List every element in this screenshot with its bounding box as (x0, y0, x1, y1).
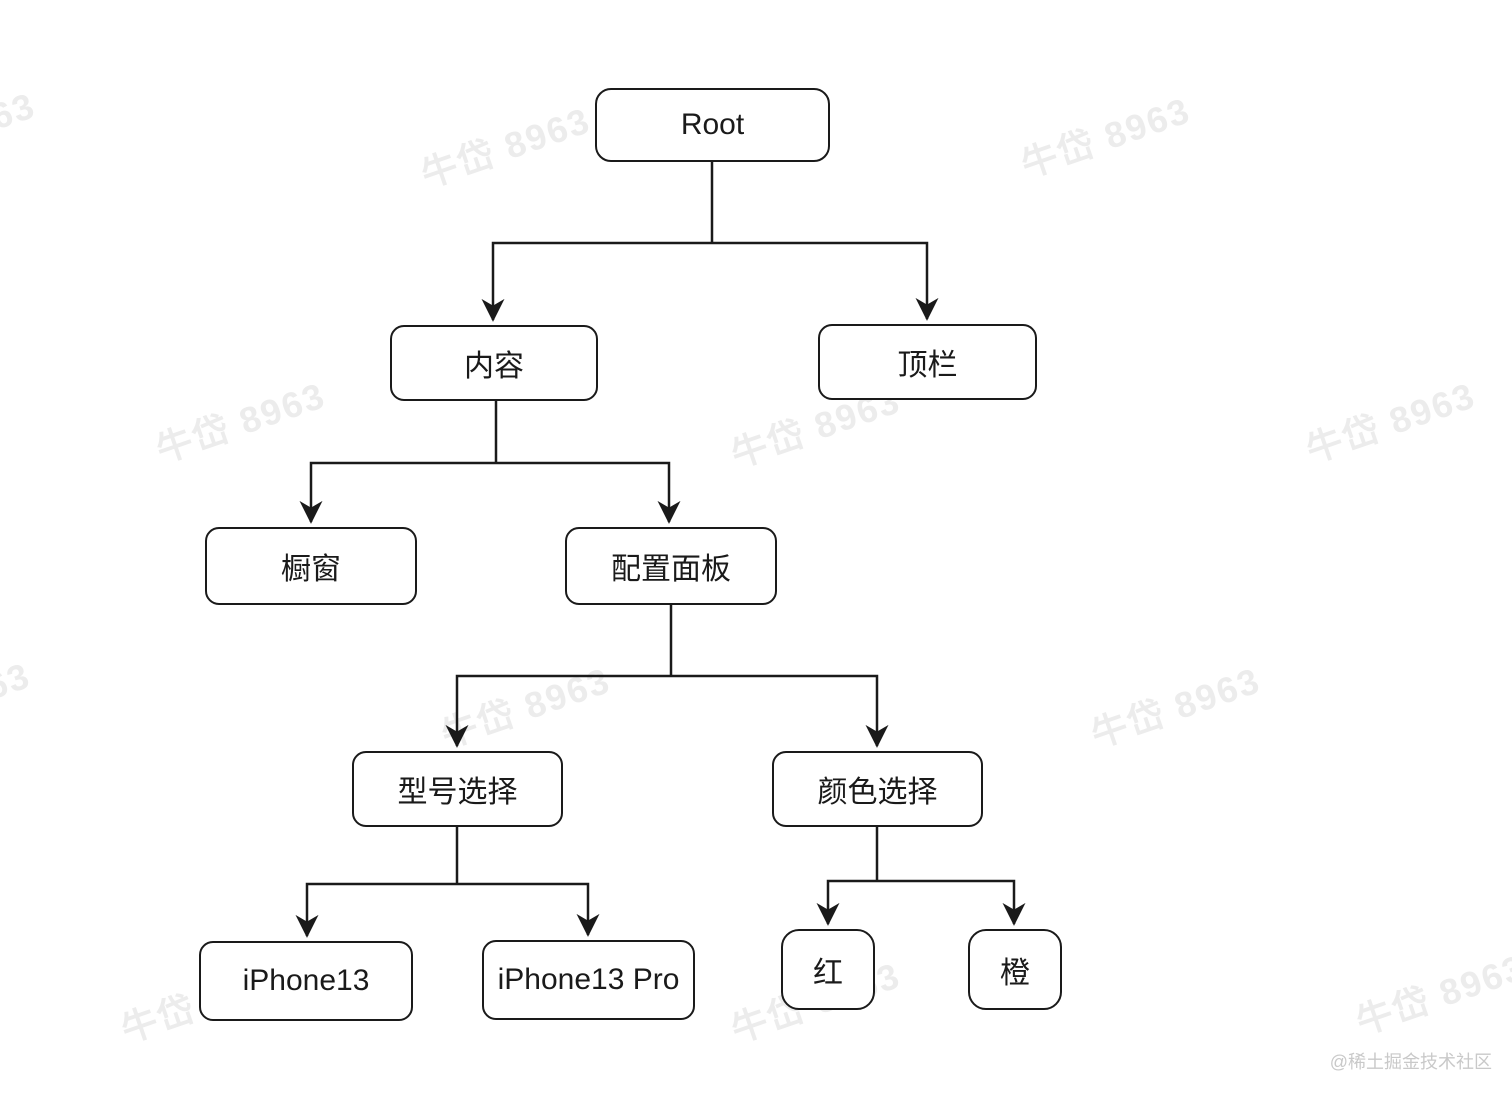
edge-colorselect-orange (877, 879, 1026, 926)
edge-colorselect-red (816, 879, 877, 926)
edge-modelselect-iphone13 (295, 882, 457, 938)
edge-content-showcase (299, 461, 496, 524)
node-root: Root (595, 88, 830, 162)
node-iphone13: iPhone13 (199, 941, 413, 1021)
node-topbar: 顶栏 (818, 324, 1037, 400)
edge-root-topbar (712, 241, 939, 321)
node-config-panel: 配置面板 (565, 527, 777, 605)
node-showcase: 橱窗 (205, 527, 417, 605)
node-content: 内容 (390, 325, 598, 401)
node-red: 红 (781, 929, 875, 1010)
edge-content-configpanel (496, 461, 681, 524)
node-model-select: 型号选择 (352, 751, 563, 827)
node-color-select: 颜色选择 (772, 751, 983, 827)
node-orange: 橙 (968, 929, 1062, 1010)
node-iphone13-pro: iPhone13 Pro (482, 940, 695, 1020)
edge-configpanel-colorselect (671, 674, 889, 748)
community-watermark: @稀土掘金技术社区 (1329, 1052, 1492, 1072)
edge-modelselect-iphone13pro (457, 882, 600, 937)
edge-root-content (481, 241, 712, 322)
edge-configpanel-modelselect (445, 674, 671, 748)
